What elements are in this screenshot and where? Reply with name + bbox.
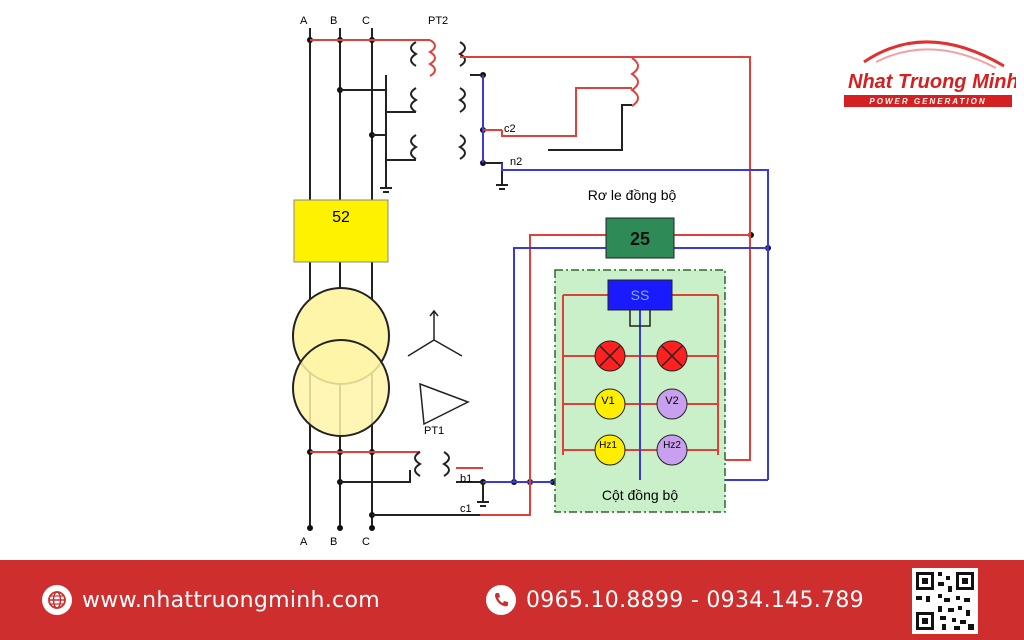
lamp-2 [656,340,688,372]
delta-symbol [419,382,470,426]
n2-label: n2 [510,156,522,168]
power-transformer-symbol [292,287,390,437]
phase-c-top-label: C [362,15,370,27]
relay-label: 25 [630,229,650,249]
pt1-transformer [310,234,606,516]
c1-label: c1 [460,503,472,515]
b1-label: b1 [460,473,472,485]
synchroscope-label: SS [631,287,650,303]
phase-b-top-label: B [330,15,337,27]
sync-relay-title: Rơ le đồng bộ [588,187,677,203]
phase-b-bottom-label: B [330,536,337,548]
pt2-label: PT2 [428,15,448,27]
website-link[interactable]: www.nhattruongminh.com [82,587,380,613]
busbars [309,28,373,528]
pt1-label: PT1 [424,425,444,437]
phase-a-top-label: A [300,15,308,27]
meter-hz1-label: Hz1 [599,440,617,451]
c2-label: c2 [504,123,516,135]
globe-icon [42,585,72,615]
meter-v2-label: V2 [665,395,678,407]
phone-item[interactable]: 0965.10.8899 - 0934.145.789 [486,560,864,640]
frequency-meter-1 [594,434,626,466]
phase-c-bottom-label: C [362,536,370,548]
website-item[interactable]: www.nhattruongminh.com [42,560,380,640]
phone-icon [486,585,516,615]
sync-column-label: Cột đồng bộ [602,487,678,503]
panel-wiring [562,294,719,480]
breaker-label: 52 [332,209,350,226]
lamp-1 [594,340,626,372]
voltmeter-1 [594,388,626,420]
meter-v1-label: V1 [601,395,614,407]
synchroscope [607,279,673,311]
synchronization-diagram: A B C A B C PT2 c2 n2 52 [292,15,771,548]
phone-numbers[interactable]: 0965.10.8899 - 0934.145.789 [526,587,864,613]
relay-wiring [674,234,768,249]
wye-symbol [407,309,463,357]
bus-dots [307,37,771,531]
frequency-meter-2 [656,434,688,466]
voltmeter-2 [656,388,688,420]
logo-swoosh: Nhat Truong Minh POWER GENERATION [844,40,1019,107]
qr-code[interactable] [912,568,978,634]
meter-hz2-label: Hz2 [663,440,681,451]
phase-a-bottom-label: A [300,536,308,548]
company-logo: Nhat Truong Minh POWER GENERATION [836,28,1019,118]
logo-tagline: POWER GENERATION [869,97,986,106]
contact-footer: www.nhattruongminh.com 0965.10.8899 - 09… [0,560,1024,640]
sync-relay-25 [605,217,675,259]
logo-brand-text: Nhat Truong Minh [848,71,1016,93]
pt2-transformer [310,39,508,193]
breaker-52 [293,199,389,263]
